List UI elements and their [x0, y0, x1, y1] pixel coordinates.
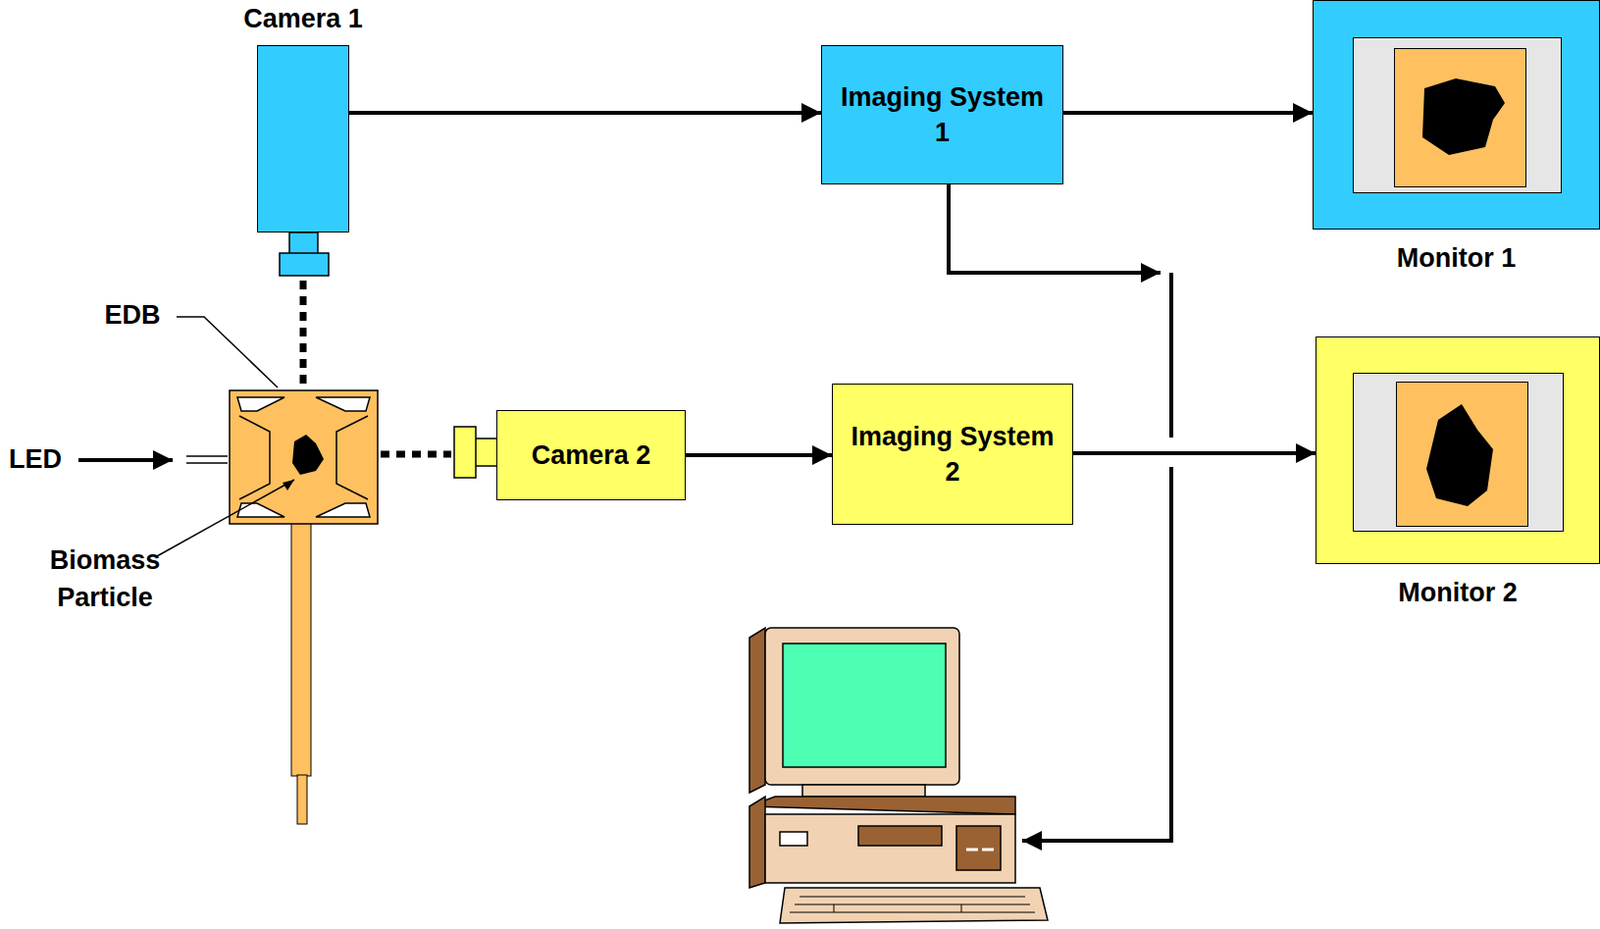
screen-image: [1393, 48, 1527, 188]
electrode-window: [315, 503, 370, 517]
process-box: Imaging System 2: [831, 383, 1074, 525]
electrode: [239, 415, 270, 500]
leader-line: [176, 316, 278, 388]
signal-arrow: [1063, 110, 1313, 115]
lens: [289, 232, 318, 255]
data-wire: [1169, 272, 1174, 438]
part-label: Biomass Particle: [21, 542, 189, 618]
electrode-window: [237, 503, 285, 517]
particle-image: [1394, 49, 1526, 187]
box-label: Imaging System 2: [832, 418, 1073, 491]
leader-head: [282, 479, 295, 491]
monitor: Monitor 1: [1312, 0, 1600, 230]
part-label: EDB: [93, 297, 172, 335]
device-label: Camera 1: [243, 0, 363, 37]
box-label: Camera 2: [497, 437, 685, 473]
view-line: [380, 451, 452, 459]
camera-body: Camera 2: [496, 410, 686, 501]
box-label: Imaging System 1: [822, 79, 1063, 152]
process-box: Imaging System 1: [821, 45, 1064, 185]
leader-line: [156, 479, 295, 557]
camera-body: Camera 1: [257, 45, 350, 233]
lens: [474, 438, 498, 466]
signal-arrow: [685, 453, 832, 458]
signal-arrow: [1073, 451, 1316, 456]
view-line: [300, 280, 308, 389]
biomass-particle: [292, 434, 324, 475]
particle-image: [1396, 382, 1528, 526]
device-label: Monitor 1: [1396, 240, 1517, 276]
data-wire: [948, 184, 1161, 273]
edb-stem: [297, 774, 308, 825]
led-arrow: [78, 458, 173, 463]
led-fiber: [186, 455, 228, 458]
led-fiber: [186, 462, 228, 465]
device-label: Monitor 2: [1397, 574, 1518, 611]
part-label: LED: [0, 441, 71, 479]
edb-stem: [291, 522, 311, 776]
electrode: [336, 415, 368, 500]
lens: [454, 426, 476, 478]
electrode-window: [237, 397, 285, 412]
computer: [749, 627, 1048, 924]
signal-arrow: [349, 110, 822, 115]
screen-image: [1395, 381, 1529, 527]
monitor: Monitor 2: [1315, 336, 1600, 565]
lens: [279, 253, 329, 276]
electrode-window: [315, 397, 370, 412]
